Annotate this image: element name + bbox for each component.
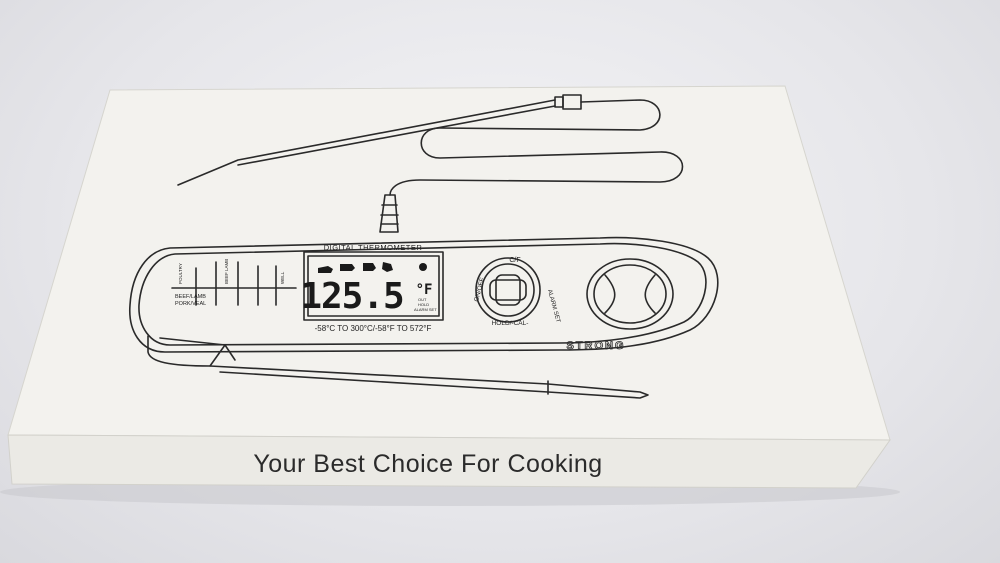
round-dial [586,258,674,330]
lcd-status-out: OUT [418,297,427,302]
box-top-face [7,85,891,441]
brand-logo: STRONG [566,340,625,352]
device-body [129,236,719,353]
hold-cal-label: HOLD/-CAL- [492,320,529,327]
lcd-frame [303,251,444,321]
upper-probe [177,99,556,186]
lcd-status-alarm: ALARM SET [414,307,437,312]
side-label-beef-lamb: BEEF LAMB [224,259,229,284]
lcd-icons [318,262,427,273]
lcd-unit: °F [416,282,433,298]
probe-cable [389,99,684,196]
lower-probe [147,335,226,367]
thermometer-line-art [129,94,719,399]
temperature-range: -58°C TO 300°C/-58°F TO 572°F [315,324,432,333]
lcd-header: DIGITAL THERMOMETER [324,243,423,252]
side-label-well: WELL [280,271,285,284]
lcd-reading: 125.5 [300,276,403,317]
side-label-beef: BEEF/LAMB [175,294,206,300]
box-tagline: Your Best Choice For Cooking [253,450,602,478]
side-label-pork: PORK/VEAL [175,301,206,307]
button-ring [475,257,541,323]
cf-label: C/F [509,257,520,264]
box-front-side [7,434,891,489]
side-label-grid [171,261,297,306]
lcd-status-hold: HOLD [418,302,429,307]
side-label-poultry: POULTRY [178,263,183,284]
